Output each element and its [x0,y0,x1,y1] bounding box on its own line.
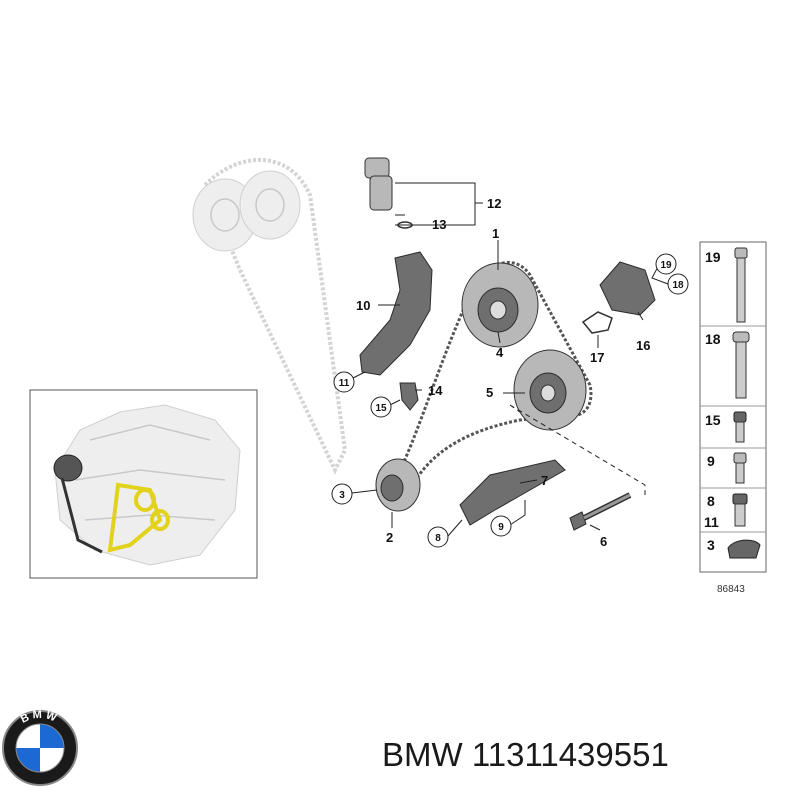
engine-overview-inset [29,389,258,579]
callout-7: 7 [541,473,548,488]
caption-brand: BMW [382,736,463,773]
panel-label-15: 15 [705,412,721,428]
panel-label-3: 3 [707,537,715,553]
panel-label-9: 9 [707,453,715,469]
callout-19-circled: 19 [655,253,677,275]
callout-18-circled: 18 [667,273,689,295]
gasket-part-17 [581,311,613,334]
svg-text:8: 8 [435,533,441,544]
callout-5: 5 [486,385,493,400]
callout-6: 6 [600,534,607,549]
svg-text:18: 18 [672,280,684,291]
panel-label-18: 18 [705,331,721,347]
callout-9-circled: 9 [490,515,512,537]
screw-8-11 [732,493,748,527]
callout-15-circled: 15 [370,396,392,418]
guide-rail-part-7 [459,459,566,526]
key-3 [727,539,761,559]
screw-9 [733,452,747,484]
callout-3-circled: 3 [331,483,353,505]
timing-chain [398,261,593,491]
sprocket-part-1 [461,262,539,348]
bolt-18 [732,331,750,399]
callout-13: 13 [432,217,446,232]
svg-text:9: 9 [498,522,504,533]
callout-4: 4 [496,345,504,360]
alignment-line [509,404,646,495]
callout-12: 12 [487,196,501,211]
caption: BMW 11311439551 [382,736,669,774]
callout-1: 1 [492,226,499,241]
panel-label-19: 19 [705,249,721,265]
chain-tensioner-part-12 [364,157,405,216]
callout-16: 16 [636,338,650,353]
screw-15 [733,411,747,443]
svg-text:19: 19 [660,260,672,271]
svg-text:3: 3 [339,490,345,501]
hardware-panel: 19 18 15 9 8 11 3 [699,241,767,573]
bracket-part-14 [399,382,419,411]
tensioner-housing-part-16 [599,261,656,316]
logo-text: BMW [19,709,61,726]
callout-leaders [351,182,669,537]
callout-8-circled: 8 [427,526,449,548]
sprocket-part-5 [513,349,587,431]
svg-text:15: 15 [375,403,387,414]
callout-17: 17 [590,350,604,365]
callout-11-circled: 11 [333,371,355,393]
ghost-upper-sprockets [192,157,348,475]
caption-part-number: 11311439551 [471,736,669,773]
callout-14: 14 [428,383,443,398]
diagram-code: 86843 [717,584,745,595]
panel-label-11: 11 [704,514,719,530]
bmw-logo: BMW [2,709,78,786]
bolt-part-6 [569,492,632,531]
tensioner-rail-part-10 [359,251,433,376]
crank-sprocket-part-2 [375,458,421,512]
panel-label-8: 8 [707,493,715,509]
callout-10: 10 [356,298,370,313]
bolt-19 [734,247,748,323]
svg-text:11: 11 [339,378,350,389]
callout-2: 2 [386,530,393,545]
